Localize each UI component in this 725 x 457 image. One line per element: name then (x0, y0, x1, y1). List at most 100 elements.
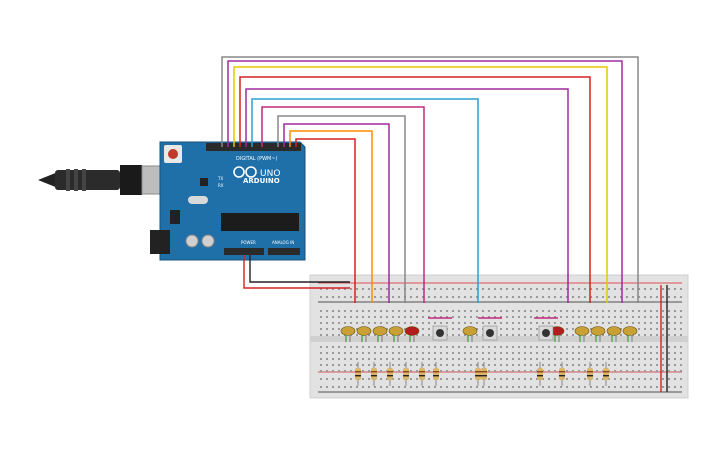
resistor (587, 368, 593, 380)
breadboard-hole (674, 352, 676, 354)
breadboard-hole (524, 386, 526, 388)
breadboard-hole (680, 378, 682, 380)
breadboard-hole (338, 316, 340, 318)
breadboard-hole (470, 296, 472, 298)
breadboard-hole (446, 322, 448, 324)
breadboard-hole (620, 296, 622, 298)
capacitor (185, 234, 199, 248)
breadboard-hole (650, 378, 652, 380)
breadboard-hole (632, 322, 634, 324)
breadboard-hole (608, 316, 610, 318)
breadboard-hole (542, 316, 544, 318)
breadboard-hole (326, 334, 328, 336)
breadboard-hole (626, 378, 628, 380)
breadboard-hole (578, 346, 580, 348)
breadboard-hole (626, 322, 628, 324)
breadboard-hole (578, 358, 580, 360)
breadboard-hole (536, 328, 538, 330)
resistor-band (475, 375, 481, 377)
breadboard-hole (638, 310, 640, 312)
breadboard-hole (590, 334, 592, 336)
signal-wire (233, 66, 608, 303)
breadboard-hole (530, 352, 532, 354)
breadboard-hole (380, 370, 382, 372)
breadboard-hole (548, 352, 550, 354)
breadboard-hole (608, 322, 610, 324)
breadboard-hole (320, 358, 322, 360)
breadboard-hole (680, 364, 682, 366)
breadboard-hole (398, 346, 400, 348)
signal-wire (261, 106, 425, 303)
breadboard-hole (362, 370, 364, 372)
breadboard-hole (368, 334, 370, 336)
breadboard-hole (620, 288, 622, 290)
breadboard-hole (338, 334, 340, 336)
breadboard-hole (590, 364, 592, 366)
breadboard-hole (374, 358, 376, 360)
breadboard-hole (674, 288, 676, 290)
breadboard-hole (620, 352, 622, 354)
breadboard-hole (590, 296, 592, 298)
led (340, 326, 356, 336)
breadboard-hole (434, 358, 436, 360)
breadboard-hole (470, 358, 472, 360)
breadboard-hole (632, 310, 634, 312)
breadboard-hole (452, 296, 454, 298)
breadboard-hole (404, 352, 406, 354)
wires (221, 56, 639, 303)
breadboard-hole (494, 322, 496, 324)
breadboard-hole (596, 358, 598, 360)
breadboard-hole (680, 316, 682, 318)
breadboard-hole (512, 370, 514, 372)
breadboard-hole (434, 364, 436, 366)
reset-button-cap (168, 149, 178, 159)
breadboard-hole (440, 370, 442, 372)
breadboard-hole (632, 288, 634, 290)
breadboard-hole (674, 316, 676, 318)
usb-plug-ridge (82, 169, 86, 191)
breadboard-hole (680, 288, 682, 290)
breadboard-hole (446, 296, 448, 298)
breadboard-hole (326, 288, 328, 290)
resistor (355, 368, 361, 380)
breadboard-hole (488, 322, 490, 324)
breadboard-hole (326, 370, 328, 372)
breadboard-hole (650, 346, 652, 348)
breadboard-hole (380, 364, 382, 366)
signal-wire (239, 76, 591, 303)
breadboard-hole (518, 322, 520, 324)
breadboard-hole (386, 352, 388, 354)
breadboard-hole (422, 296, 424, 298)
breadboard-hole (578, 378, 580, 380)
breadboard-hole (572, 316, 574, 318)
breadboard-hole (488, 316, 490, 318)
resistor-band (603, 375, 609, 377)
breadboard-hole (638, 322, 640, 324)
breadboard-hole (602, 316, 604, 318)
breadboard-hole (662, 352, 664, 354)
breadboard-hole (350, 296, 352, 298)
breadboard-hole (368, 346, 370, 348)
breadboard-hole (368, 322, 370, 324)
resistor-band (433, 371, 439, 373)
breadboard-hole (464, 386, 466, 388)
breadboard-hole (470, 322, 472, 324)
signal-wire (289, 130, 373, 303)
breadboard-hole (500, 386, 502, 388)
breadboard-hole (386, 322, 388, 324)
breadboard-hole (332, 370, 334, 372)
breadboard-hole (674, 334, 676, 336)
breadboard-hole (644, 322, 646, 324)
breadboard-hole (494, 352, 496, 354)
breadboard-hole (656, 346, 658, 348)
breadboard-hole (320, 386, 322, 388)
breadboard-hole (374, 346, 376, 348)
breadboard-hole (680, 358, 682, 360)
breadboard-hole (362, 352, 364, 354)
breadboard-hole (332, 310, 334, 312)
breadboard-hole (362, 322, 364, 324)
breadboard-hole (458, 288, 460, 290)
breadboard-hole (512, 346, 514, 348)
breadboard-hole (632, 386, 634, 388)
